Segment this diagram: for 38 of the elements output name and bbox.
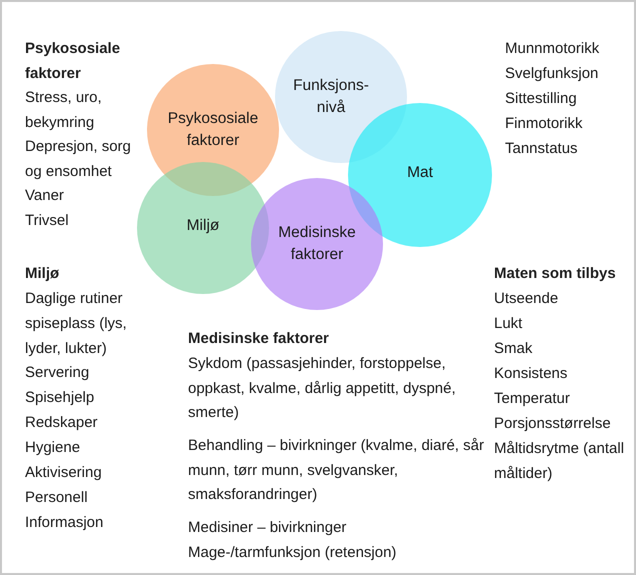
list-item: Tannstatus <box>505 139 579 159</box>
list-item: Mage-/tarmfunksjon (retensjon) <box>188 543 398 563</box>
list-item: Finmotorikk <box>505 114 584 134</box>
list-item: Vaner <box>25 186 65 206</box>
list-item: Aktivisering <box>25 463 103 483</box>
group-heading: Maten som tilbys <box>494 264 617 284</box>
circle-label: Funksjons-nivå <box>292 76 370 118</box>
group-heading: Medisinske faktorer <box>188 329 330 349</box>
list-item: Måltidsrytme (antall måltider) <box>494 439 626 484</box>
list-item: Informasjon <box>25 513 104 533</box>
list-item: Depresjon, sorg og ensomhet <box>25 137 132 182</box>
list-item: Personell <box>25 488 89 508</box>
list-item: Hygiene <box>25 438 82 458</box>
list-item: Daglige rutiner <box>25 289 124 309</box>
list-item: Trivsel <box>25 211 70 231</box>
list-item: Temperatur <box>494 389 571 409</box>
list-item: Lukt <box>494 314 524 334</box>
circle-label: Miljø <box>186 216 220 236</box>
group-heading: Miljø <box>25 264 60 284</box>
group-heading: Psykososiale faktorer <box>25 39 122 84</box>
list-item: Munnmotorikk <box>505 39 600 59</box>
list-item: Spisehjelp <box>25 388 96 408</box>
list-item: Redskaper <box>25 413 99 433</box>
list-item: Porsjonsstørrelse <box>494 414 612 434</box>
list-item: Utseende <box>494 289 560 309</box>
list-item: Sittestilling <box>505 89 578 109</box>
list-item: Stress, uro, bekymring <box>25 88 103 132</box>
list-item: Servering <box>25 363 90 383</box>
list-item: Svelgfunksjon <box>505 64 600 84</box>
list-item: Konsistens <box>494 364 568 384</box>
list-item: Medisiner – bivirkninger <box>188 518 348 538</box>
list-item: spiseplass (lys, lyder, lukter) <box>25 314 128 358</box>
circle-label: Mat <box>406 163 434 183</box>
circle-label: Medisinske faktorer <box>277 223 357 265</box>
list-item: Behandling – bivirkninger (kvalme, diaré, sår munn, tørr munn, svelgvansker, smaksforandringer) <box>188 436 485 505</box>
list-item: Sykdom (passasjehinder, forstoppelse, oppkast, kvalme, dårlig appetitt, dyspné, smerte) <box>188 354 457 423</box>
list-item: Smak <box>494 339 534 359</box>
circle-label: Psykososiale faktorer <box>166 109 260 151</box>
